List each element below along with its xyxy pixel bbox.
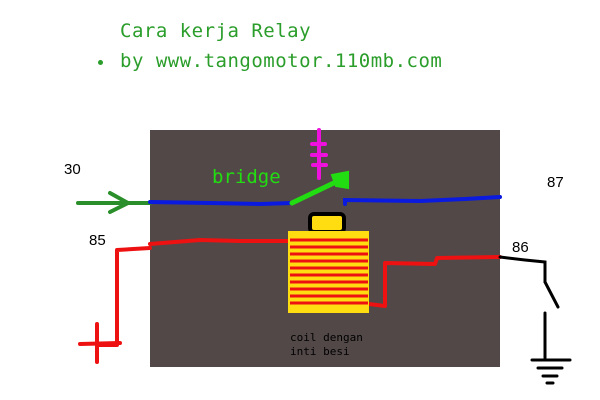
coil-label: coil dengan inti besi [290, 331, 363, 359]
diagram-title: Cara kerja Relay [120, 20, 312, 42]
contact-wire-blue [148, 195, 502, 207]
coil-label-line1: coil dengan [290, 331, 363, 344]
arrow-right-icon [76, 191, 152, 214]
pin-85-label: 85 [89, 232, 106, 249]
bridge-label: bridge [212, 166, 281, 188]
pin-86-label: 86 [512, 239, 529, 256]
diagram-subtitle: by www.tangomotor.110mb.com [120, 50, 443, 72]
coil-winding [290, 238, 368, 305]
armature [308, 212, 346, 234]
ground-wire [498, 255, 560, 360]
spring-actuator [310, 128, 328, 180]
bridge-contact [289, 170, 349, 206]
ground-symbol-icon [530, 358, 572, 385]
bullet-dot [98, 60, 103, 65]
plus-sign-icon [78, 322, 122, 364]
pin-30-label: 30 [64, 161, 81, 178]
coil-core [288, 231, 369, 313]
pin-87-label: 87 [547, 174, 564, 191]
coil-label-line2: inti besi [290, 345, 350, 358]
